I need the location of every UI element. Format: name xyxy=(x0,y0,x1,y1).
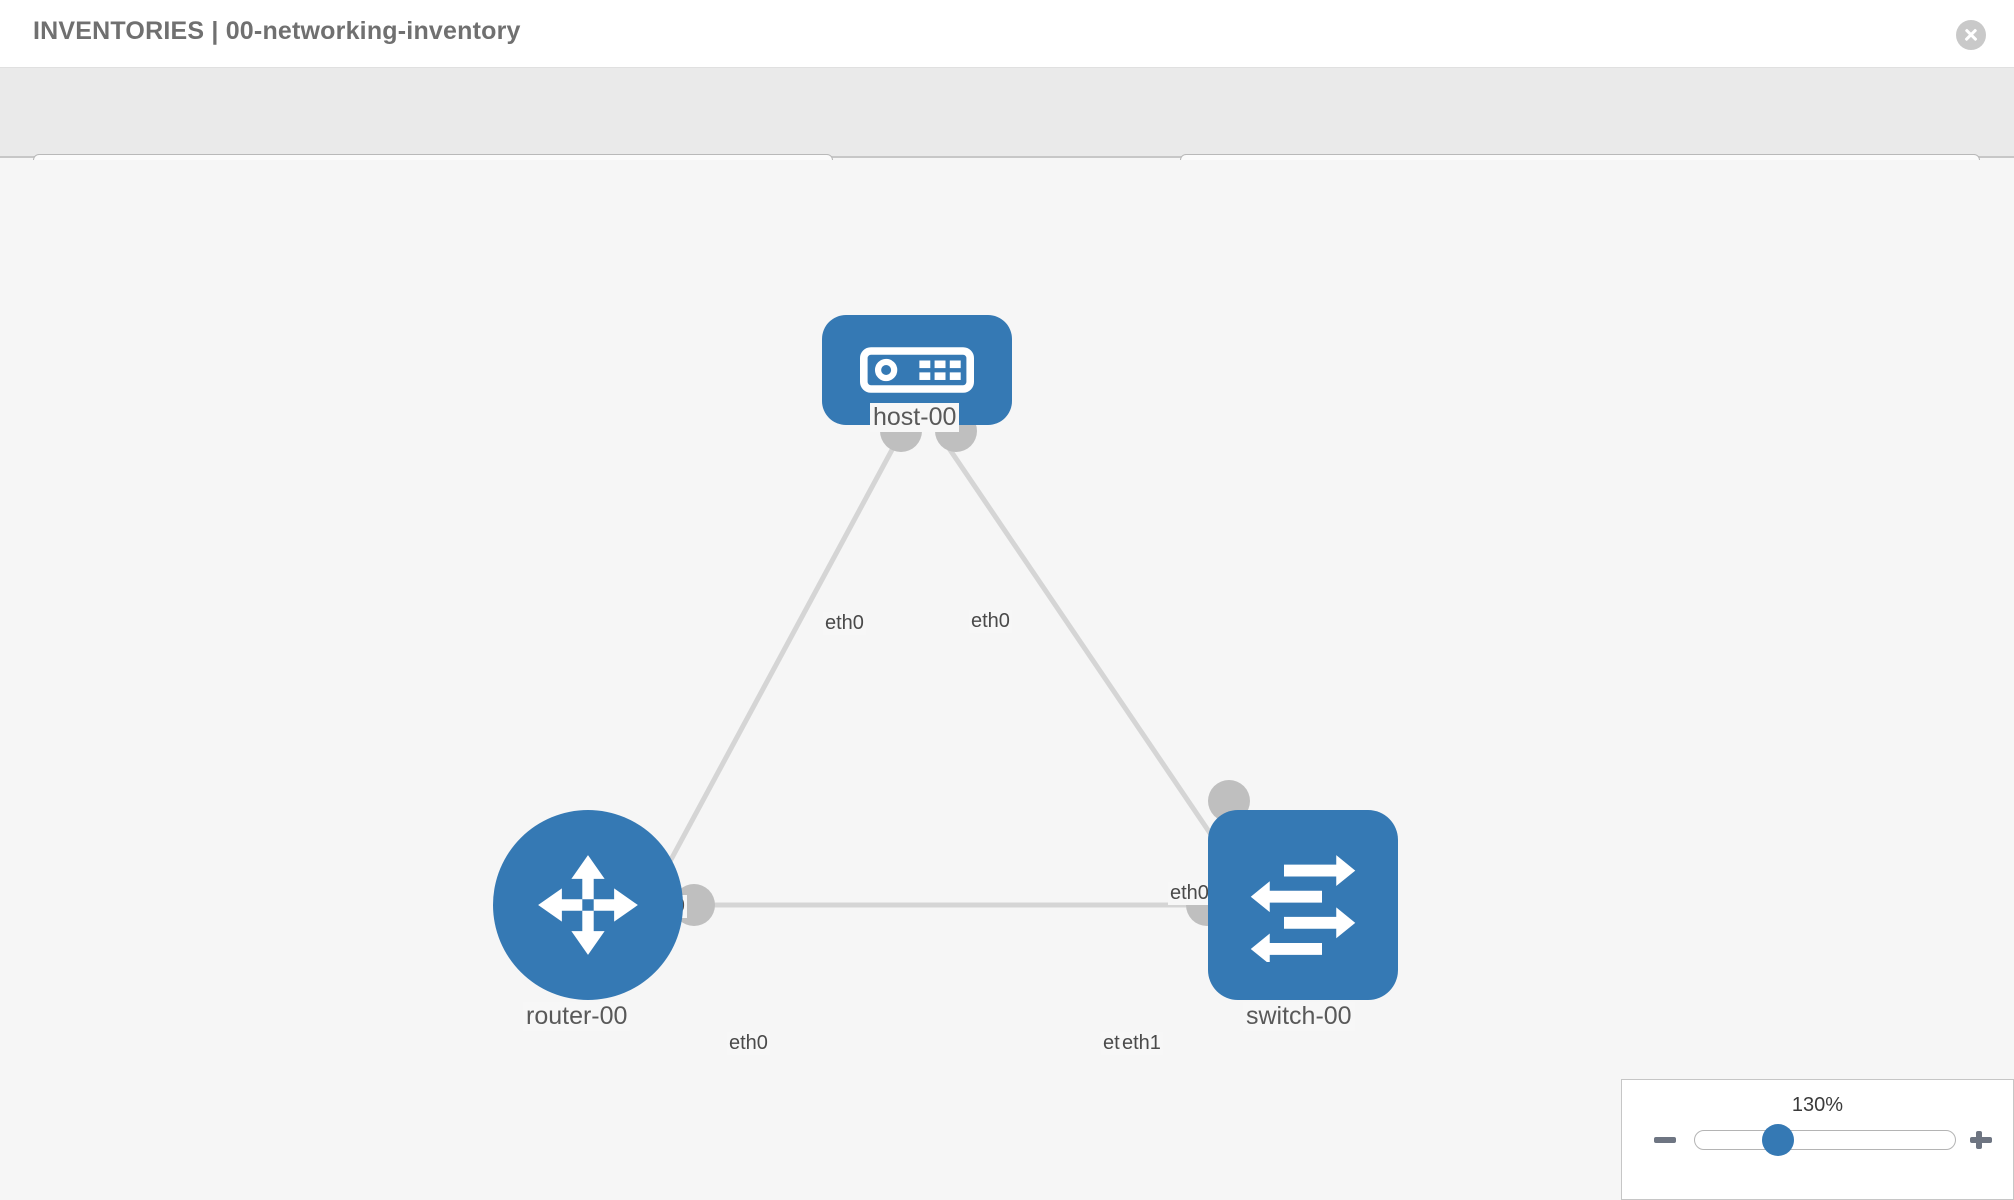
page-header: INVENTORIES | 00-networking-inventory xyxy=(0,0,2014,68)
zoom-level-label: 130% xyxy=(1791,1094,1844,1116)
zoom-in-button[interactable] xyxy=(1968,1127,1994,1153)
zoom-slider-track[interactable] xyxy=(1694,1130,1956,1150)
server-icon xyxy=(860,347,974,393)
edge-label-switch-left: eth1 xyxy=(1120,1032,1163,1055)
toolbar: ACTIONS SEARCH xyxy=(0,68,2014,206)
node-host-00-label: host-00 xyxy=(870,403,960,432)
topology-links xyxy=(657,433,1238,908)
link-router-host xyxy=(657,433,903,882)
edge-label-router-right: eth0 xyxy=(727,1032,770,1055)
node-router-00-shape[interactable] xyxy=(493,810,683,1000)
edge-label-switch-up: eth0 xyxy=(1168,882,1211,905)
zoom-slider-handle[interactable] xyxy=(1762,1124,1794,1156)
page-title: INVENTORIES | 00-networking-inventory xyxy=(33,17,521,45)
zoom-out-button[interactable] xyxy=(1652,1127,1678,1153)
zoom-control-panel: 130% xyxy=(1621,1079,2014,1200)
node-switch-00-label: switch-00 xyxy=(1243,1002,1355,1031)
edge-label-host-right: eth0 xyxy=(969,610,1012,633)
link-host-switch xyxy=(937,433,1238,872)
edge-label-host-left: eth0 xyxy=(823,612,866,635)
topology-canvas[interactable]: eth0 eth0 eth0 eth0 eth0 eth eth1 host- xyxy=(0,160,2014,1200)
switch-arrows-icon xyxy=(1250,855,1356,962)
close-icon[interactable] xyxy=(1956,20,1986,50)
node-switch-00-shape[interactable] xyxy=(1208,810,1398,1000)
router-arrows-icon xyxy=(538,855,638,955)
node-router-00-label: router-00 xyxy=(523,1002,631,1031)
